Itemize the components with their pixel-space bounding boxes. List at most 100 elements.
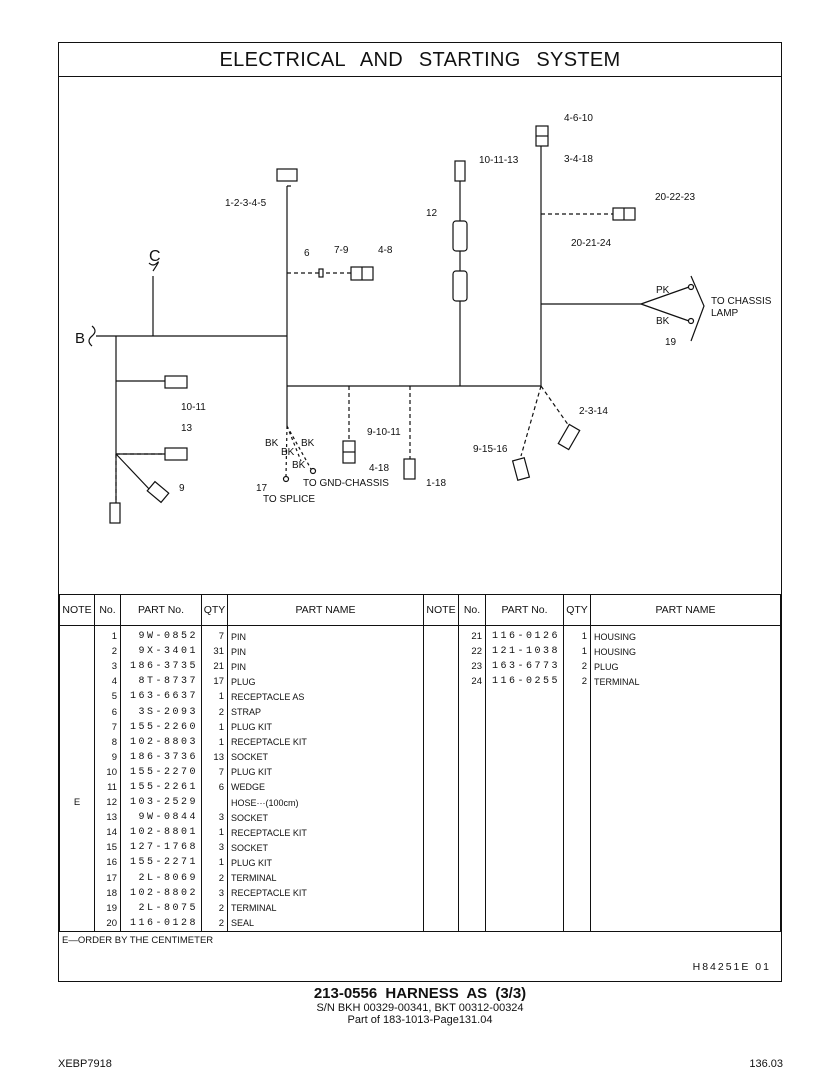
cell-note [59, 749, 95, 765]
cell-no [458, 840, 486, 856]
cell-pn [485, 734, 564, 750]
cell-note [423, 734, 459, 750]
cell-qty: 3 [201, 810, 228, 826]
cell-name [590, 795, 781, 811]
cell-name [590, 704, 781, 720]
label-to-chassis: TO CHASSIS [711, 296, 772, 307]
label-1-2-3-4-5: 1-2-3-4-5 [225, 198, 267, 209]
label-12: 12 [426, 208, 438, 219]
cell-qty [563, 704, 591, 720]
cell-no [458, 855, 486, 871]
cell-qty: 6 [201, 779, 228, 796]
cell-pn [485, 764, 564, 780]
cell-no [458, 915, 486, 932]
cell-qty: 31 [201, 644, 228, 660]
label-9-10-11: 9-10-11 [367, 427, 401, 438]
page-number: 136.03 [749, 1058, 783, 1070]
cell-note [423, 855, 459, 871]
cell-name: PIN [227, 625, 424, 645]
cell-name: PLUG KIT [227, 719, 424, 735]
cell-name [590, 779, 781, 796]
label-pk: PK [656, 285, 670, 296]
header-part-name: PART NAME [227, 594, 424, 626]
illustration-code: H84251E 01 [692, 961, 771, 973]
serial-numbers: S/N BKH 00329-00341, BKT 00312-00324 [316, 1002, 524, 1014]
cell-no [458, 900, 486, 916]
cell-qty: 1 [563, 625, 591, 645]
cell-qty: 1 [201, 689, 228, 705]
cell-qty [563, 764, 591, 780]
cell-qty [563, 825, 591, 841]
cell-pn: 155-2260 [120, 719, 202, 735]
cell-pn: 103-2529 [120, 795, 202, 811]
cell-note: E [59, 795, 95, 811]
header-part-no: PART No. [485, 594, 564, 626]
cell-no: 10 [94, 764, 121, 780]
cell-name: SEAL [227, 915, 424, 932]
label-bk-3: BK [281, 447, 295, 458]
cell-qty: 7 [201, 764, 228, 780]
cell-name [590, 689, 781, 705]
label-to-splice: TO SPLICE [263, 494, 315, 505]
cell-qty [563, 779, 591, 796]
cell-qty: 1 [201, 719, 228, 735]
cell-qty [563, 855, 591, 871]
label-bk-1: BK [265, 438, 279, 449]
cell-no: 4 [94, 674, 121, 690]
label-4-18: 4-18 [369, 463, 389, 474]
cell-name: PIN [227, 644, 424, 660]
cell-no: 13 [94, 810, 121, 826]
header-note: NOTE [59, 594, 95, 626]
cell-no [458, 749, 486, 765]
cell-qty [563, 870, 591, 886]
cell-name [590, 810, 781, 826]
cell-qty: 7 [201, 625, 228, 645]
cell-no: 2 [94, 644, 121, 660]
cell-note [59, 810, 95, 826]
cell-pn [485, 825, 564, 841]
cell-pn: 3S-2093 [120, 704, 202, 720]
cell-no [458, 825, 486, 841]
cell-no: 19 [94, 900, 121, 916]
cell-qty [563, 885, 591, 901]
cell-pn [485, 795, 564, 811]
cell-name [590, 885, 781, 901]
table-footer: E—ORDER BY THE CENTIMETER H84251E 01 [59, 931, 781, 981]
cell-no: 20 [94, 915, 121, 932]
label-20-21-24: 20-21-24 [571, 238, 611, 249]
cell-note [59, 659, 95, 675]
cell-name: SOCKET [227, 749, 424, 765]
cell-no: 9 [94, 749, 121, 765]
cell-qty: 2 [563, 659, 591, 675]
cell-qty: 1 [201, 855, 228, 871]
cell-note [59, 825, 95, 841]
cell-name: TERMINAL [227, 870, 424, 886]
cell-name: RECEPTACLE AS [227, 689, 424, 705]
cell-note [423, 674, 459, 690]
header-note: NOTE [423, 594, 459, 626]
cell-no: 8 [94, 734, 121, 750]
cell-note [59, 704, 95, 720]
cell-no [458, 885, 486, 901]
label-to-gnd-chassis: TO GND-CHASSIS [303, 478, 389, 489]
header-part-no: PART No. [120, 594, 202, 626]
cell-no: 17 [94, 870, 121, 886]
table-header: NOTE No. PART No. QTY PART NAME NOTE No.… [59, 594, 781, 626]
header-no: No. [94, 594, 121, 626]
cell-name [590, 870, 781, 886]
cell-qty [563, 795, 591, 811]
label-1-18: 1-18 [426, 478, 446, 489]
header-qty: QTY [563, 594, 591, 626]
cell-note [59, 644, 95, 660]
assembly-title: 213-0556 HARNESS AS (3/3) [313, 985, 527, 1002]
cell-name: HOSE···(100cm) [227, 795, 424, 811]
